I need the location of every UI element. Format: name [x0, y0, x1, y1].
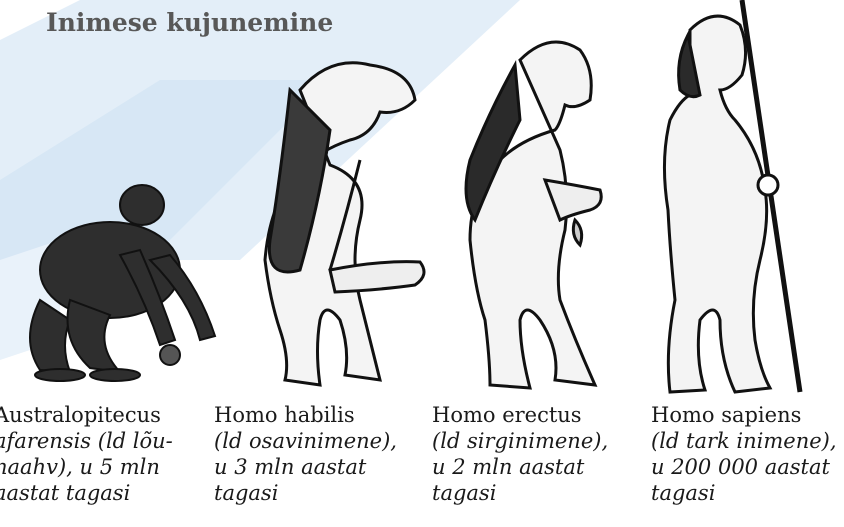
species-description: tagasi: [214, 480, 397, 506]
species-description: u 3 mln aastat: [214, 454, 397, 480]
caption-australopitecus: Australopitecus afarensis (ld lõu- naahv…: [0, 402, 173, 506]
homo-habilis-figure: [265, 63, 424, 385]
species-name: Australopitecus: [0, 402, 173, 428]
species-name: Homo erectus: [432, 402, 608, 428]
species-description: u 2 mln aastat: [432, 454, 608, 480]
species-name: Homo sapiens: [651, 402, 837, 428]
species-description: u 200 000 aastat: [651, 454, 837, 480]
species-description: tagasi: [651, 480, 837, 506]
species-description: afarensis (ld lõu-: [0, 428, 173, 454]
evolution-illustration: [0, 0, 844, 400]
species-description: tagasi: [432, 480, 608, 506]
caption-homo-erectus: Homo erectus (ld sirginimene), u 2 mln a…: [432, 402, 608, 506]
caption-homo-habilis: Homo habilis (ld osavinimene), u 3 mln a…: [214, 402, 397, 506]
homo-sapiens-figure: [664, 0, 800, 392]
species-description: aastat tagasi: [0, 480, 173, 506]
homo-erectus-figure: [466, 42, 601, 388]
species-description: (ld sirginimene),: [432, 428, 608, 454]
species-description: (ld osavinimene),: [214, 428, 397, 454]
species-description: (ld tark inimene),: [651, 428, 837, 454]
species-description: naahv), u 5 mln: [0, 454, 173, 480]
caption-homo-sapiens: Homo sapiens (ld tark inimene), u 200 00…: [651, 402, 837, 506]
species-name: Homo habilis: [214, 402, 397, 428]
australopithecus-figure: [30, 185, 215, 381]
